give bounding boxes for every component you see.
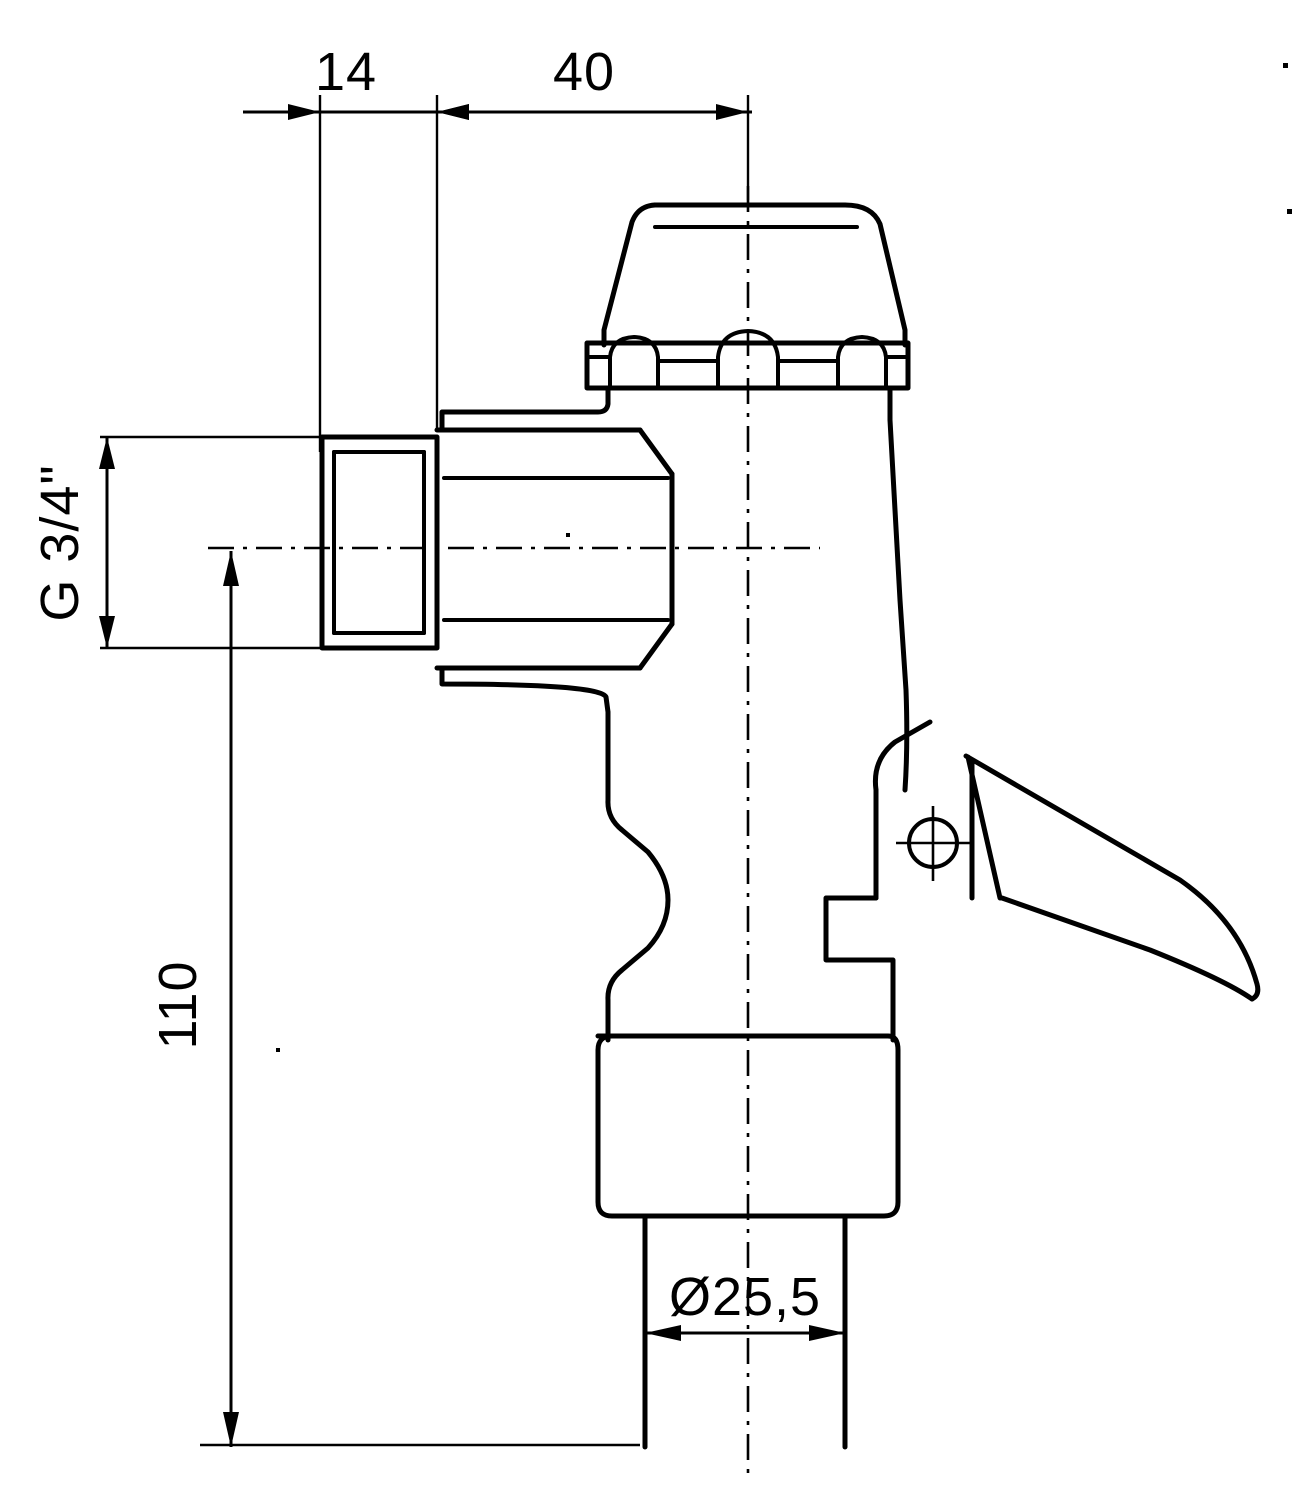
outlet-nut <box>595 1033 901 1219</box>
body-offset-label: 40 <box>553 42 615 102</box>
lever-handle <box>823 719 1261 1043</box>
hex-shoulder <box>434 427 675 671</box>
overall-height-label: 110 <box>148 960 208 1049</box>
knurled-collar <box>584 329 911 391</box>
scan-artifacts <box>276 63 1292 1052</box>
thread-length-label: 14 <box>315 42 377 102</box>
body-offset-dimension: 40 <box>437 42 752 200</box>
thread-length-dimension: 14 <box>243 42 469 452</box>
pivot-crosshair <box>896 806 971 881</box>
threaded-inlet-spigot <box>319 434 440 651</box>
thread-size-dimension: G 3/4" <box>30 435 330 650</box>
valve-cap <box>601 202 908 348</box>
outlet-diameter-dimension: Ø25,5 <box>645 1267 845 1341</box>
overall-height-dimension: 110 <box>148 551 640 1447</box>
outlet-diameter-label: Ø25,5 <box>669 1267 821 1327</box>
thread-size-label: G 3/4" <box>30 464 90 621</box>
outlet-tube <box>642 1213 848 1450</box>
valve-body <box>439 385 910 1043</box>
